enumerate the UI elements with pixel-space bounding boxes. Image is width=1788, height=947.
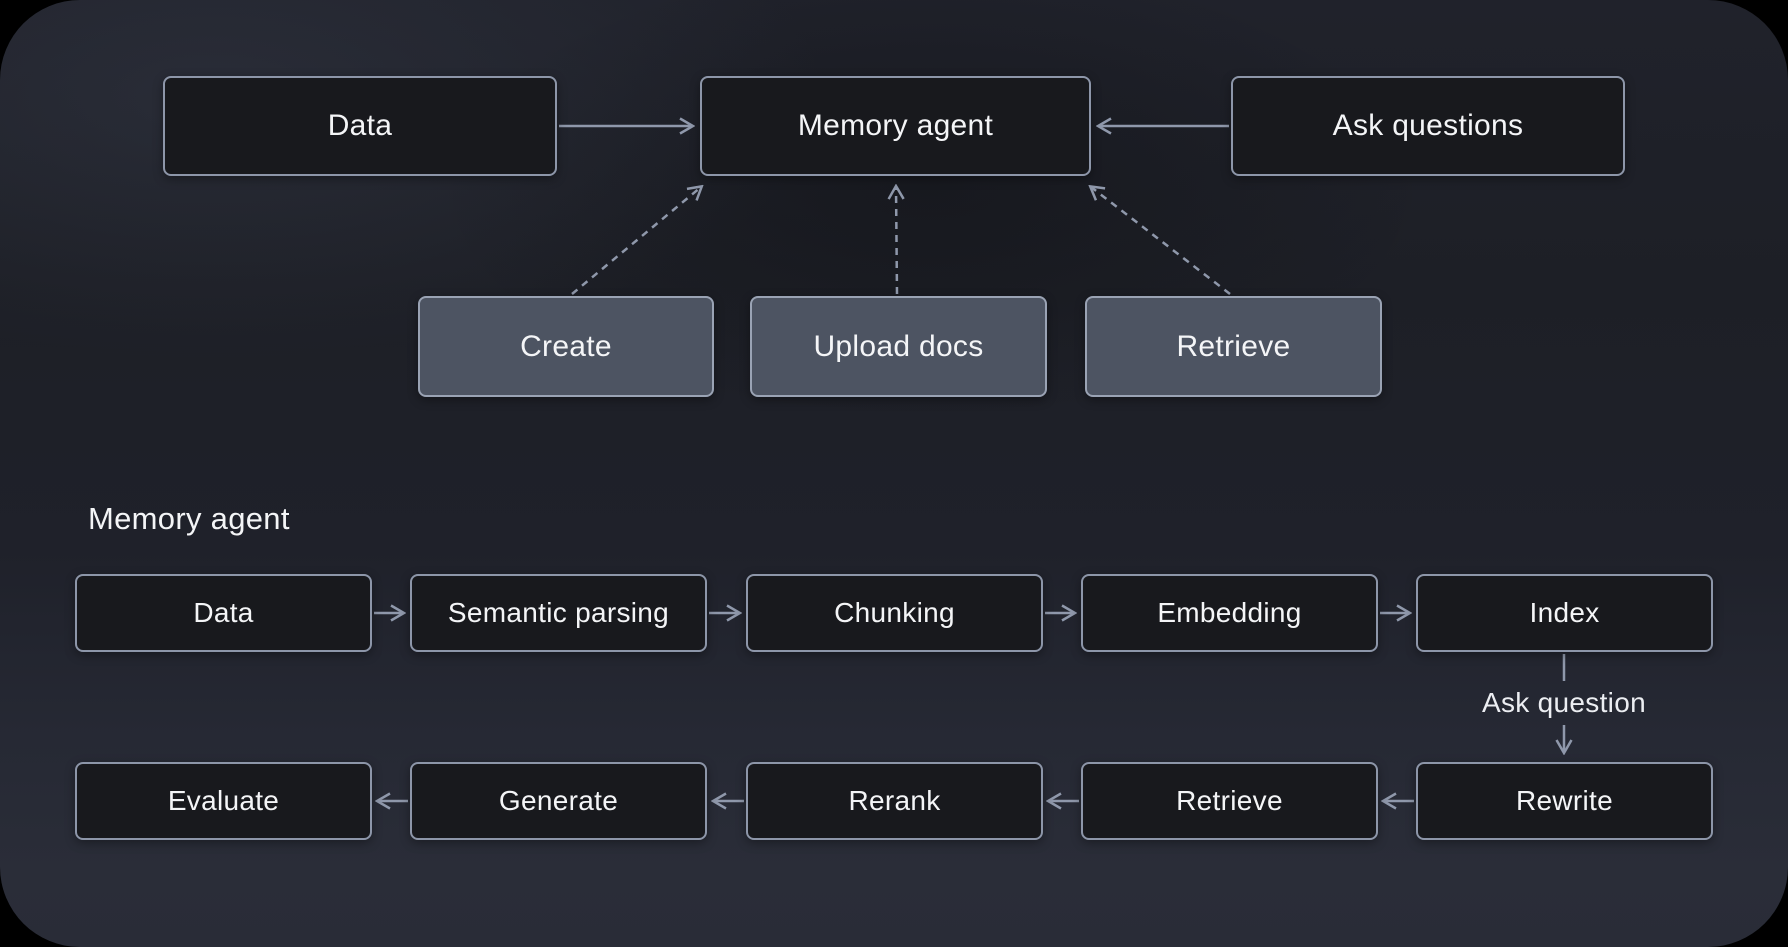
- node-index: Index: [1416, 574, 1713, 652]
- node-data-top: Data: [163, 76, 557, 176]
- edge-upload-docs-to-memory-agent: [896, 187, 897, 295]
- node-data-pipeline: Data: [75, 574, 372, 652]
- node-memory-agent-top: Memory agent: [700, 76, 1091, 176]
- node-upload-docs: Upload docs: [750, 296, 1047, 397]
- node-ask-questions: Ask questions: [1231, 76, 1625, 176]
- node-chunking: Chunking: [746, 574, 1043, 652]
- section-title: Memory agent: [88, 501, 290, 536]
- node-semantic-parsing: Semantic parsing: [410, 574, 707, 652]
- node-retrieve-op: Retrieve: [1085, 296, 1382, 397]
- edge-create-to-memory-agent: [571, 187, 701, 295]
- node-rewrite: Rewrite: [1416, 762, 1713, 840]
- node-evaluate: Evaluate: [75, 762, 372, 840]
- node-rerank: Rerank: [746, 762, 1043, 840]
- node-create: Create: [418, 296, 714, 397]
- edge-retrieve-to-memory-agent: [1091, 187, 1231, 295]
- node-generate: Generate: [410, 762, 707, 840]
- node-embedding: Embedding: [1081, 574, 1378, 652]
- ask-question-label: Ask question: [1482, 687, 1646, 718]
- node-retrieve-pipeline: Retrieve: [1081, 762, 1378, 840]
